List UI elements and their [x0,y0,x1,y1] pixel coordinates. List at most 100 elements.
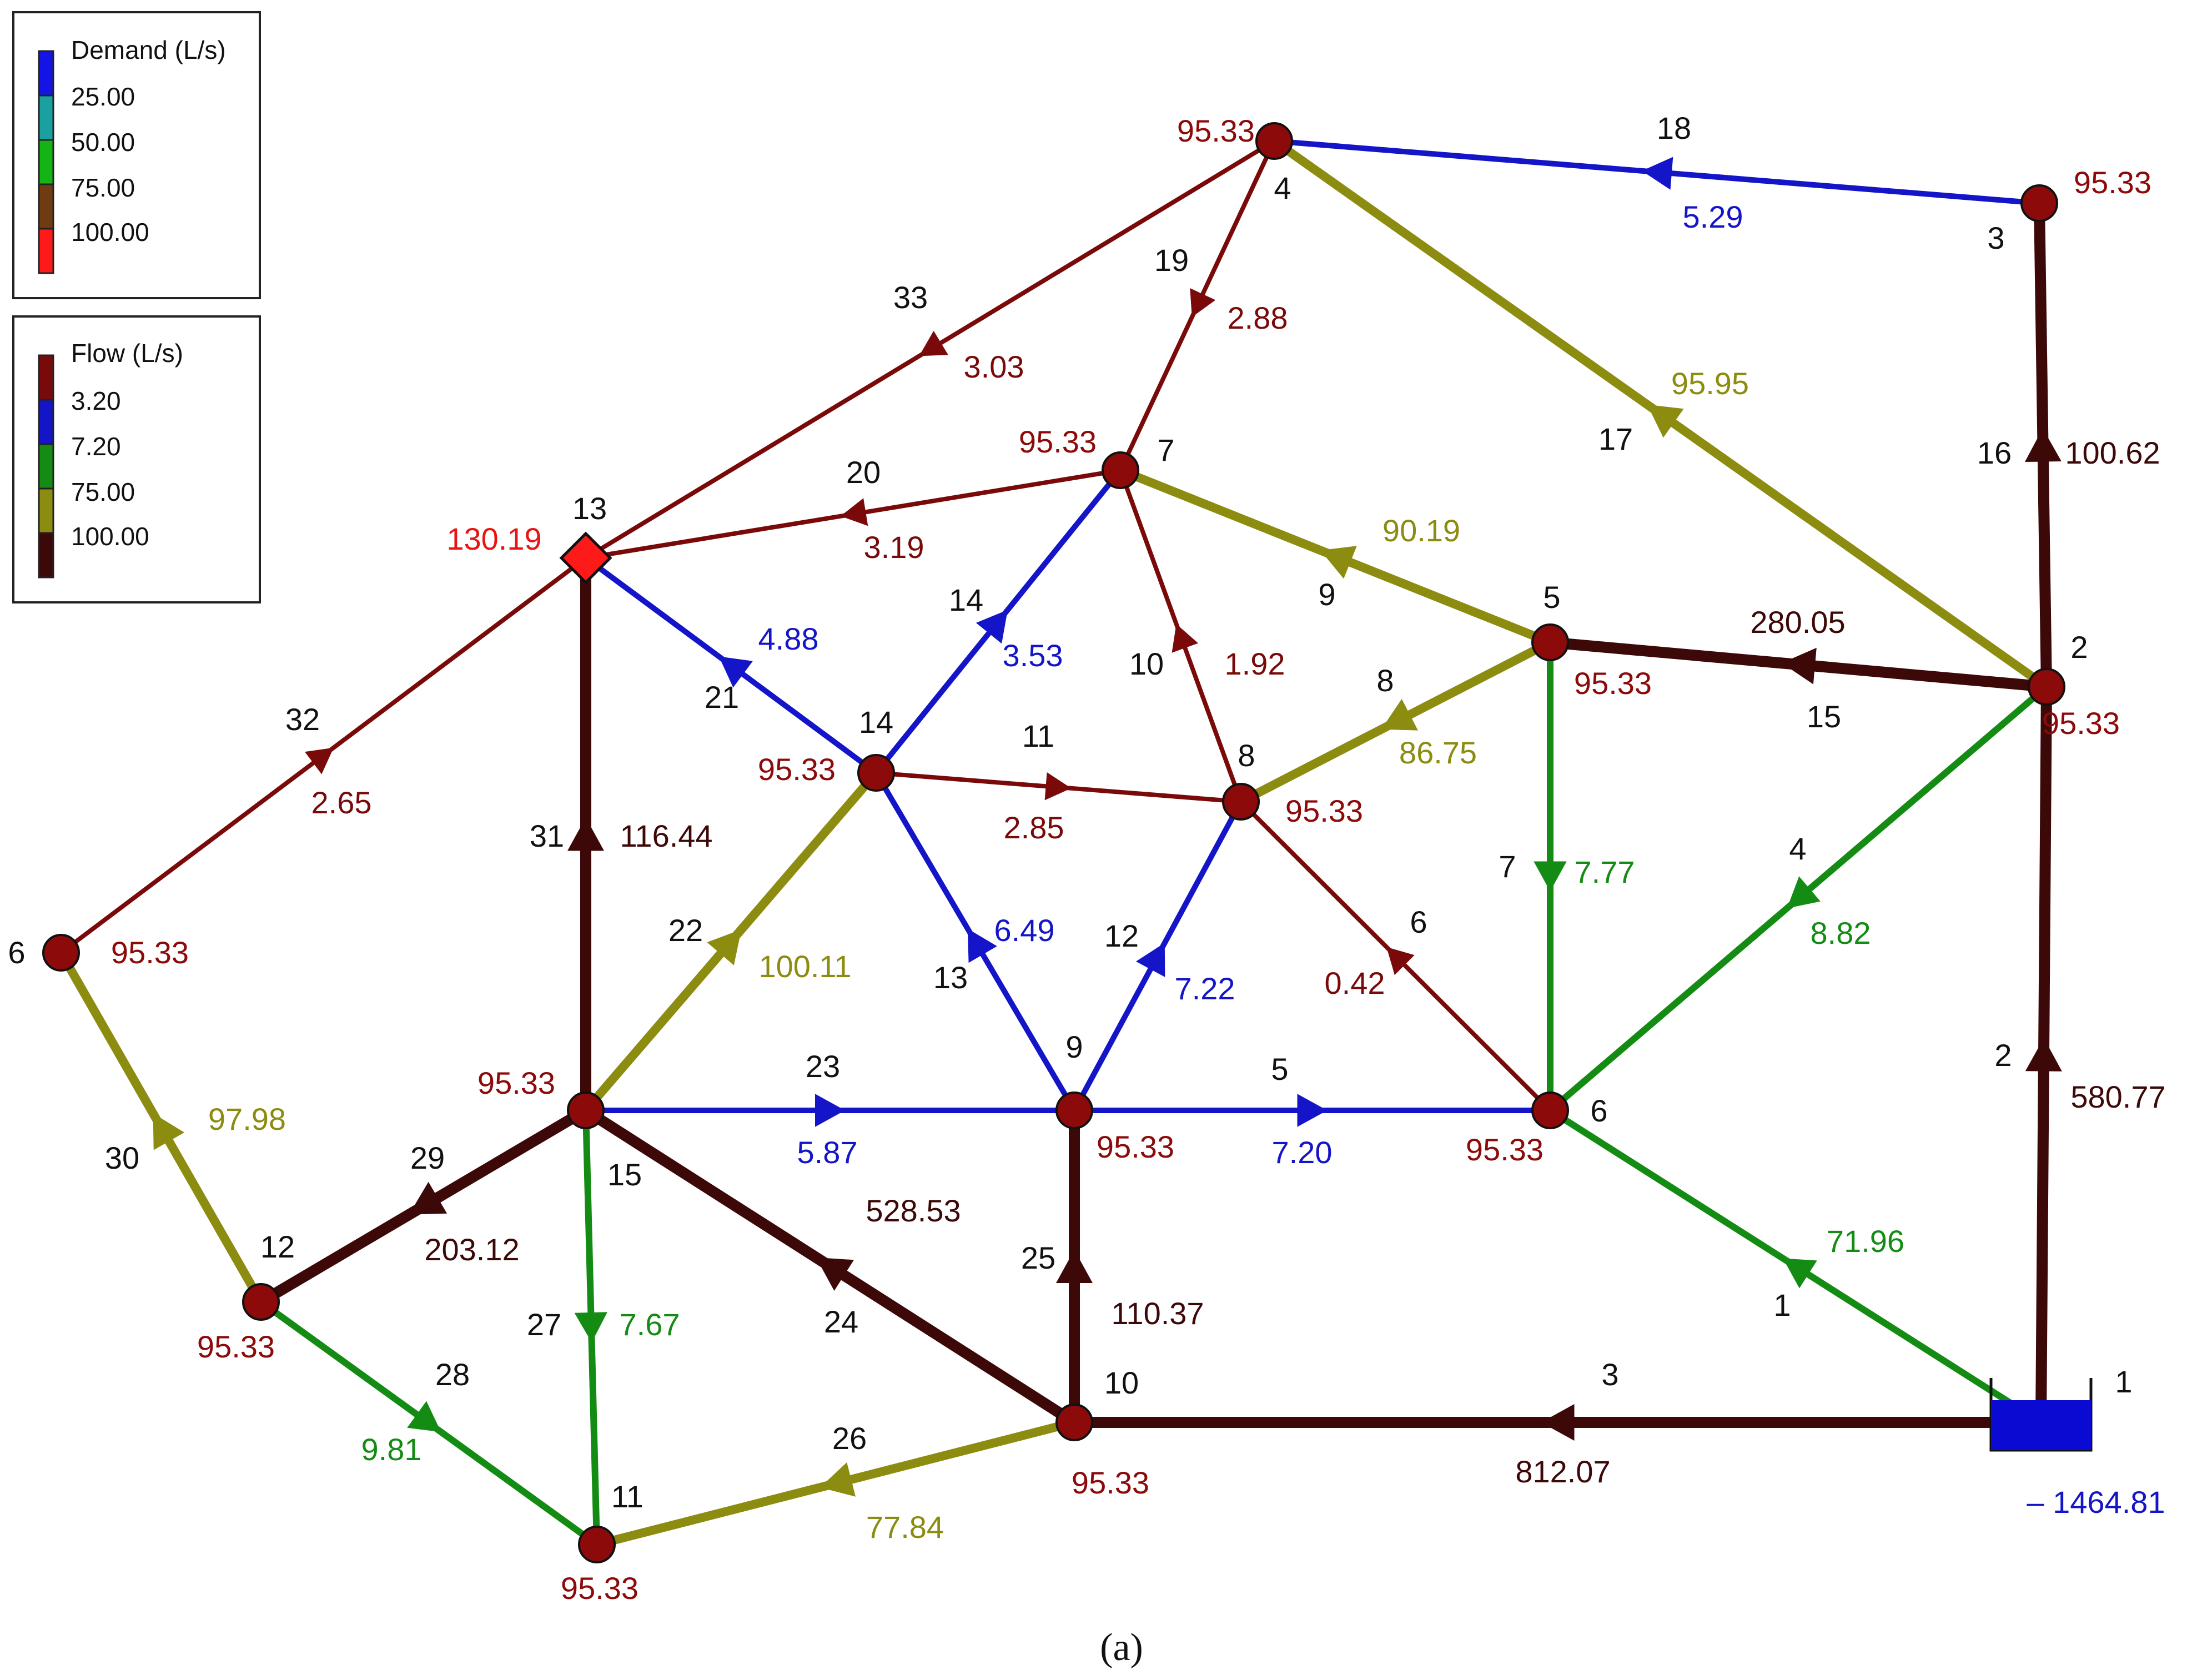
pipe-id-label: 20 [846,455,881,490]
pipe-id-label: 29 [410,1140,445,1175]
legend-demand-tick: 25.00 [71,82,135,111]
junction-node [242,1283,280,1321]
legend-demand-title: Demand (L/s) [71,36,226,64]
node-id-label: 4 [1274,170,1291,205]
junction-node [42,934,80,972]
legend-color-band [38,183,54,230]
pipe-id-label: 16 [1977,435,2012,470]
node-demand-label: 95.33 [1574,666,1652,701]
pipe-flow-label: 100.62 [2065,435,2160,470]
pipe-flow-label: 116.44 [620,818,712,853]
flow-arrow [815,1094,845,1127]
flow-arrow [1381,698,1418,731]
pipe-flow-label: 8.82 [1811,916,1871,950]
node-demand-label: 95.33 [1097,1129,1174,1164]
flow-arrow [1642,157,1673,190]
flow-arrow [153,1113,185,1150]
flow-arrow [1172,623,1199,653]
flow-arrow [1783,1258,1817,1289]
junction-node [1222,783,1260,821]
flow-arrow [1541,1404,1575,1441]
pipe-flow-label: 9.81 [361,1432,422,1467]
flow-arrow [1044,772,1072,801]
flow-arrow [967,928,997,963]
node-id-label: 9 [1065,1029,1083,1064]
pipe-flow-label: 580.77 [2070,1079,2165,1114]
junction-node [1531,1092,1569,1129]
node-id-label: 3 [1987,220,2004,255]
legend-demand-tick: 100.00 [71,218,149,247]
pipe-id-label: 4 [1789,831,1806,866]
legend-flow: Flow (L/s) 3.20 7.20 75.00 100.00 [12,315,261,603]
pipe-flow-label: 280.05 [1750,605,1845,640]
flow-arrow [820,1462,856,1497]
node-id-label: 10 [1104,1365,1139,1400]
pipe-flow-label: 90.19 [1382,513,1460,548]
node-demand-label: – 1464.81 [2027,1485,2165,1520]
legend-flow-title: Flow (L/s) [71,339,183,368]
flow-arrow [304,747,334,774]
pipe-id-label: 22 [668,913,703,948]
node-demand-label: 95.33 [2042,706,2120,741]
pipe-flow-label: 6.49 [994,913,1055,948]
flow-arrow [567,817,604,851]
node-id-label: 6 [1590,1093,1607,1128]
pipe-flow-label: 100.11 [758,949,851,984]
pipe-id-label: 7 [1499,849,1516,884]
node-demand-label: 95.33 [2074,165,2151,200]
flow-arrow [1782,647,1817,685]
junction-node [1531,623,1569,661]
pipe-flow-label: 95.95 [1671,366,1749,401]
node-demand-label: 95.33 [197,1329,275,1364]
flow-arrow [1647,404,1684,438]
pipe-flow-label: 7.22 [1175,971,1235,1006]
node-id-label: 11 [611,1479,643,1514]
pipe-flow-label: 3.19 [864,530,924,565]
junction-node [578,1526,616,1563]
pipe-flow-label: 2.88 [1228,300,1288,335]
tank-node [559,531,612,585]
legend-flow-tick: 100.00 [71,522,149,551]
pipe-flow-label: 97.98 [208,1101,286,1136]
legend-color-band [38,94,54,141]
node-demand-label: 95.33 [477,1065,555,1100]
node-demand-label: 95.33 [1072,1465,1149,1500]
pipe-flow-label: 3.53 [1003,638,1063,673]
junction-node [2028,668,2065,706]
pipe-id-label: 30 [105,1140,139,1175]
node-id-label: 6 [8,935,25,970]
node-id-label: 2 [2070,630,2088,665]
node-id-label: 7 [1157,432,1174,467]
pipe-flow-label: 3.03 [964,349,1024,384]
pipe-flow-label: 110.37 [1111,1296,1204,1331]
pipe-id-label: 31 [530,818,564,853]
pipe-id-label: 21 [705,680,739,715]
legend-demand-tick: 75.00 [71,173,135,202]
legend-flow-tick: 7.20 [71,432,121,461]
pipe-id-label: 17 [1598,421,1633,456]
flow-arrow [1056,1250,1093,1283]
pipe-id-label: 19 [1154,243,1189,278]
pipe-id-label: 8 [1376,663,1394,698]
pipe-id-label: 27 [527,1307,561,1342]
pipe-id-label: 2 [1994,1038,2012,1073]
node-demand-label: 95.33 [111,935,189,970]
flow-arrow [409,1181,448,1215]
pipe-id-label: 5 [1271,1052,1288,1087]
pipe-id-label: 18 [1657,110,1691,145]
pipe-id-label: 28 [435,1357,470,1392]
flow-arrow [1190,288,1216,318]
junction-node [857,754,895,792]
flow-arrow [707,929,742,965]
legend-demand: Demand (L/s) 25.00 50.00 75.00 100.00 [12,11,261,299]
pipe-id-label: 12 [1104,918,1139,953]
labels-layer: 1– 1464.81295.33395.33495.33595.33695.33… [8,110,2165,1606]
pipe-id-label: 26 [832,1421,867,1456]
flow-arrow [1787,876,1821,908]
pipe-id-label: 32 [285,702,320,737]
flow-arrow [1136,943,1165,977]
pipe-flow-label: 86.75 [1399,735,1477,770]
flow-arrow [1297,1094,1328,1127]
legend-color-band [38,228,54,274]
node-id-label: 13 [572,491,607,526]
